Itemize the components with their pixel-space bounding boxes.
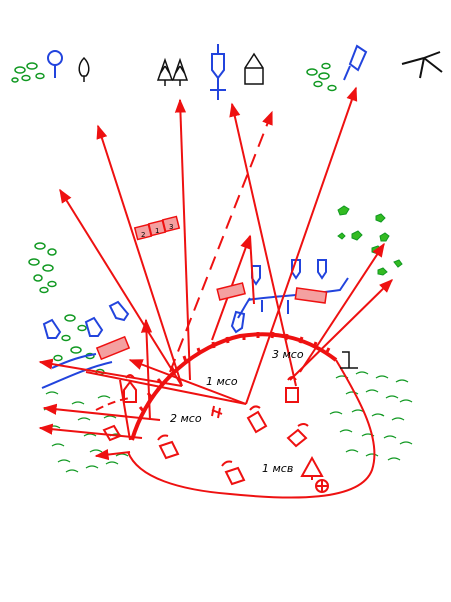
house-icon	[244, 52, 264, 85]
church-cross-icon	[210, 44, 226, 100]
command-post-icon	[300, 455, 329, 493]
firing-line-markers	[95, 215, 328, 361]
firing-line-number-3: 3	[169, 223, 173, 231]
conifer-forest-icon	[156, 57, 189, 86]
own-units	[102, 374, 309, 486]
reserve-label: 1 мсв	[262, 462, 293, 475]
battalion-area-boundary	[95, 359, 376, 499]
observation-post-icon	[340, 351, 358, 369]
bush-clump-icon-right	[306, 62, 337, 92]
windmill-icon	[401, 51, 443, 79]
radio-mast-icon	[343, 44, 368, 81]
sector-3-label: 3 мсо	[272, 348, 304, 361]
firing-line-number-1: 2	[141, 231, 145, 239]
well-icon	[47, 50, 63, 78]
firing-line-number-2: 1	[155, 227, 159, 235]
sector-2-label: 2 мсо	[170, 412, 202, 425]
top-landmarks	[11, 44, 443, 100]
sector-1-label: 1 мсо	[206, 375, 238, 388]
orchard-right	[329, 371, 413, 461]
bush-clump-icon	[11, 62, 45, 83]
enemy-forward-positions	[41, 259, 349, 389]
fire-directions	[38, 86, 393, 461]
solitary-tree-icon	[78, 56, 90, 82]
